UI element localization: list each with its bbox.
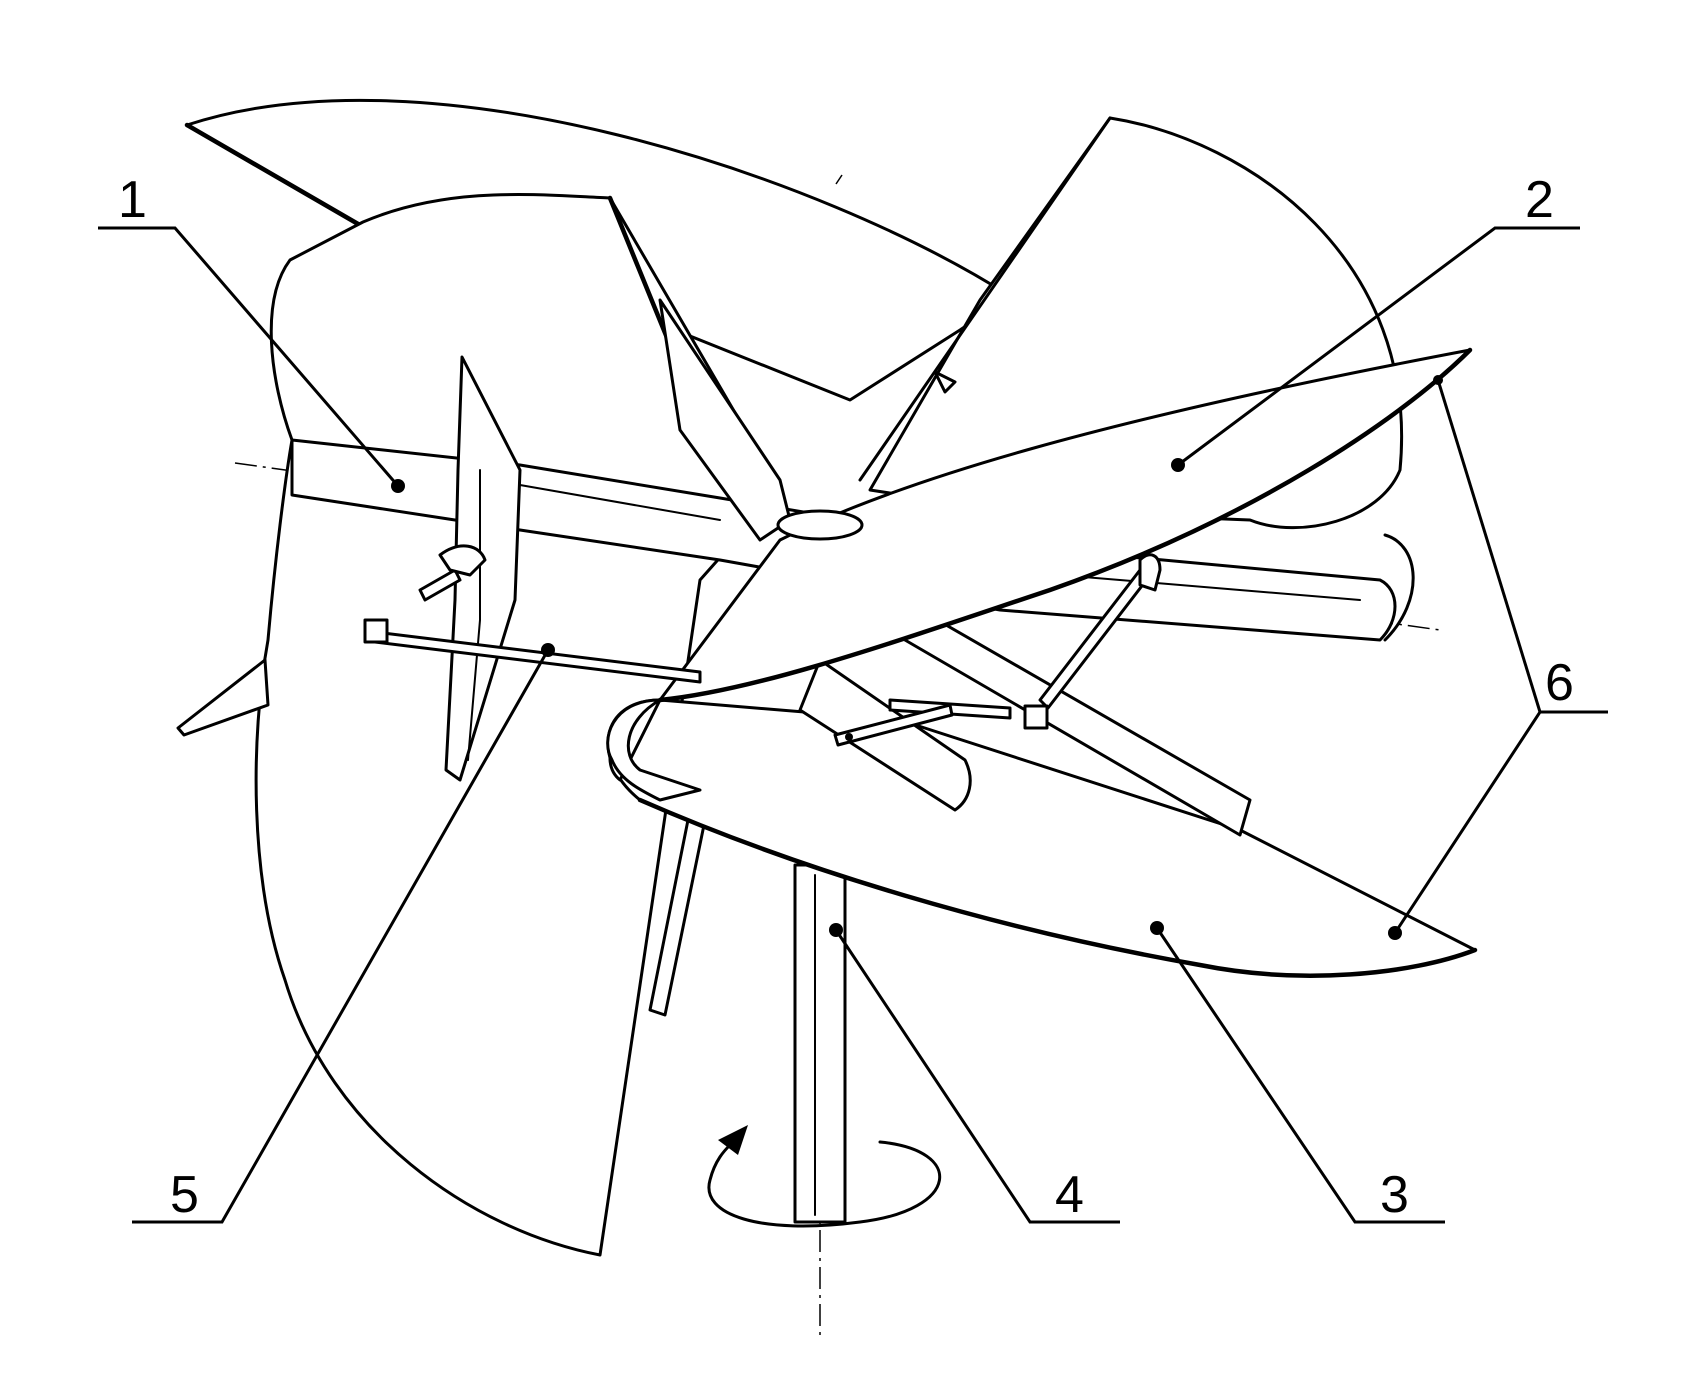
callout-3: 3 — [1380, 1166, 1409, 1224]
callout-1: 1 — [118, 171, 147, 229]
tower — [793, 863, 847, 1224]
back-blade-edge — [184, 122, 368, 231]
callout-4: 4 — [1055, 1166, 1084, 1224]
callout-5: 5 — [170, 1166, 199, 1224]
shaft-end-cap — [1383, 533, 1415, 642]
rotation-arrow-path — [707, 1140, 941, 1228]
lower-left-fin — [176, 658, 270, 737]
linkage-rods — [363, 544, 1162, 747]
left-bracket-inner — [467, 469, 481, 761]
callout-labels: 1 2 3 4 5 6 — [118, 171, 1574, 1224]
hub-lower-fin — [798, 658, 972, 812]
front-blade-lip — [606, 698, 702, 802]
front-blade-edge — [657, 347, 1473, 703]
upper-right-blade-edge — [858, 116, 1112, 482]
callout-6: 6 — [1545, 654, 1574, 712]
upper-fin-tab — [933, 370, 957, 394]
lower-right-blade-edge — [637, 797, 1478, 978]
rotation-arrow-icon — [718, 1125, 748, 1155]
centre-bracket — [658, 298, 792, 542]
callout-2: 2 — [1525, 171, 1554, 229]
leader-lines — [98, 226, 1608, 1224]
hub — [776, 509, 864, 541]
left-bracket — [444, 355, 522, 782]
